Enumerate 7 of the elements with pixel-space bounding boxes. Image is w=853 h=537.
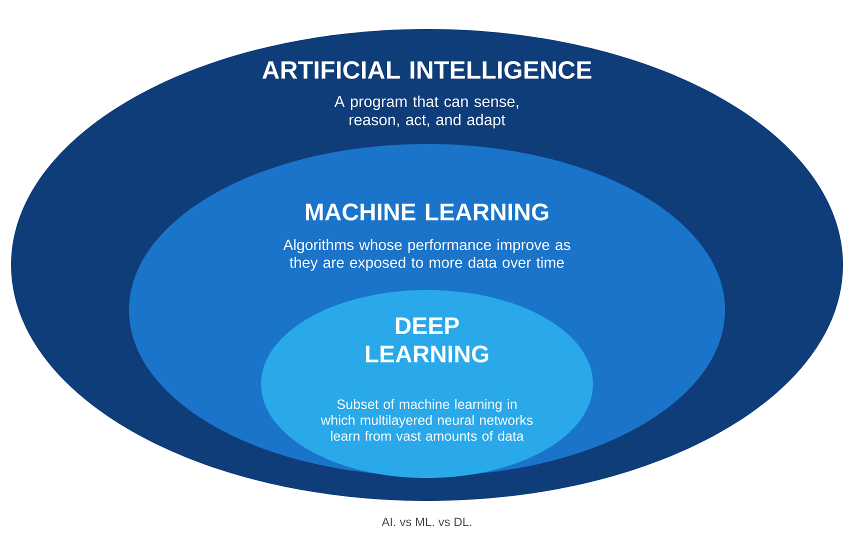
description: Algorithms whose performance improve as they are exposed to more data over time xyxy=(283,239,570,271)
heading: DEEP LEARNING xyxy=(366,317,488,362)
description: Subset of machine learning in which multilayered neural networks learn from vast amounts of data xyxy=(320,399,533,441)
caption: AI. vs ML. vs DL. xyxy=(382,518,472,526)
description: A program that can sense, reason, act, and adapt xyxy=(334,96,518,128)
heading: ARTIFICIAL INTELLIGENCE xyxy=(262,61,592,79)
heading: MACHINE LEARNING xyxy=(306,204,548,220)
